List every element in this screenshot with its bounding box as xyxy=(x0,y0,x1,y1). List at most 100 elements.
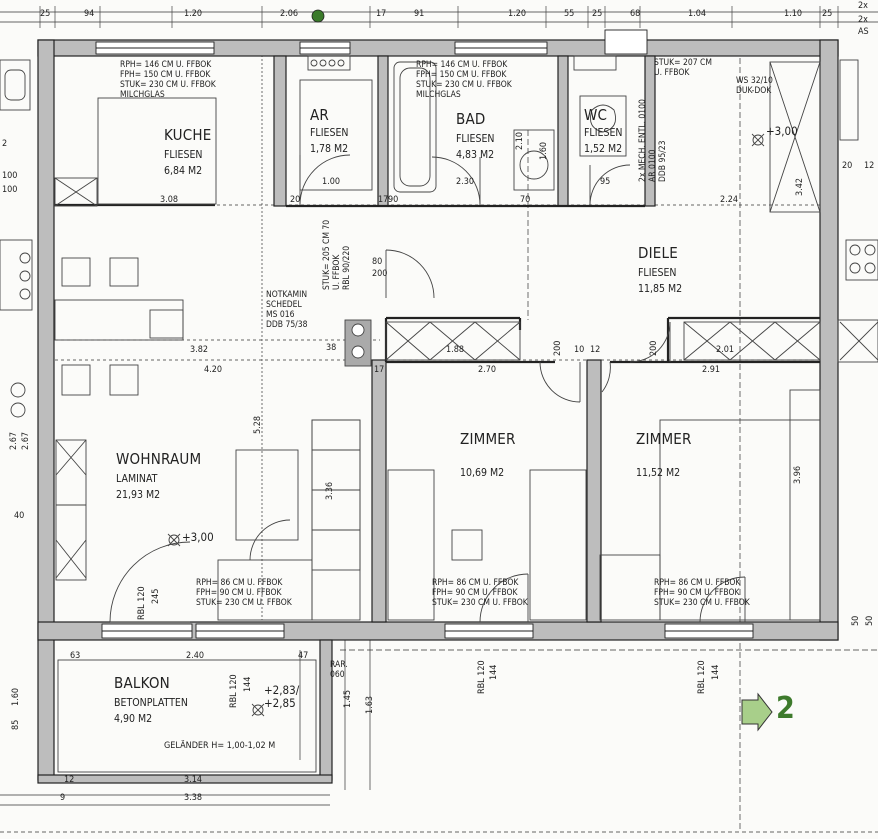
dim-v-diele: 3.42 xyxy=(795,177,805,196)
wc-floor: FLIESEN xyxy=(584,127,623,139)
wc-area: 1,52 M2 xyxy=(584,143,623,155)
wohnraum-area: 21,93 M2 xyxy=(116,489,161,501)
dim-top-4: 17 xyxy=(376,9,387,19)
balkon-dim-a: 63 xyxy=(70,651,81,661)
wohnraum-window-note: RPH= 86 CM U. FFBOK FPH= 90 CM U. FFBOK … xyxy=(196,578,292,608)
rbl-4: RBL 120 xyxy=(697,660,707,694)
left-dim-8: 85 xyxy=(11,719,21,730)
right-dim-0: 2x xyxy=(858,1,868,11)
kueche-name: KUCHE xyxy=(164,126,212,144)
rbl-1b: 245 xyxy=(151,588,161,604)
ar-area: 1,78 M2 xyxy=(310,143,349,155)
dim-top-10: 1.04 xyxy=(688,9,707,19)
zimmer2-area: 11,52 M2 xyxy=(636,467,681,479)
zimmer1-area: 10,69 M2 xyxy=(460,467,505,479)
dim-flur1: 1.88 xyxy=(446,345,465,355)
balkon-name: BALKON xyxy=(114,674,170,692)
ar-floor: FLIESEN xyxy=(310,127,349,139)
dim-top-12: 25 xyxy=(822,9,833,19)
level-balkon: +2,83/ +2,85 xyxy=(264,683,300,710)
bad-name: BAD xyxy=(456,110,486,128)
rbl-4b: 144 xyxy=(711,664,721,680)
zimmer1-window-note: RPH= 86 CM U. FFBOK FPH= 90 CM U. FFBOK … xyxy=(432,578,528,608)
left-dim-5: 2.67 xyxy=(21,431,31,450)
zimmer1-name: ZIMMER xyxy=(460,430,516,448)
balkon-dim-c: 47 xyxy=(298,651,309,661)
dim-small-c: 80 xyxy=(372,257,383,267)
ar-door-note: STUK= 205 CM 70 U. FFBOK RBL 90/220 xyxy=(322,219,352,290)
rbl-3: RBL 120 xyxy=(477,660,487,694)
dim-diele-l: 200 xyxy=(553,340,563,356)
left-dim-7: 1.60 xyxy=(11,687,21,706)
rbl-3b: 144 xyxy=(489,664,499,680)
kueche-floor: FLIESEN xyxy=(164,149,203,161)
balkon-dim-d: 3.14 xyxy=(184,775,203,785)
right-dim-4: 12 xyxy=(864,161,875,171)
dim-small-b: 200 xyxy=(372,269,388,279)
dim-v-sofa: 3.36 xyxy=(325,481,335,500)
balkon-dim-e: 3.38 xyxy=(184,793,203,803)
section-marker: 2 xyxy=(776,691,795,726)
dim-wz-w: 2.70 xyxy=(478,365,497,375)
right-dim-2: AS xyxy=(858,27,869,37)
wc-name: WC xyxy=(584,106,608,124)
notkamin-note: NOTKAMIN SCHEDEL MS 016 DDB 75/38 xyxy=(266,290,308,330)
bad-floor: FLIESEN xyxy=(456,133,495,145)
rbl-2b: 144 xyxy=(243,676,253,692)
dim-bad-w: 2.30 xyxy=(456,177,475,187)
bad-area: 4,83 M2 xyxy=(456,149,495,161)
dim-v-wc: 1.60 xyxy=(539,141,549,160)
bad-window-note: RPH= 146 CM U. FFBOK FPH= 150 CM U. FFBO… xyxy=(416,60,512,100)
kueche-area: 6,84 M2 xyxy=(164,165,203,177)
dim-17: 17 xyxy=(374,365,385,375)
dim-top-7: 55 xyxy=(564,9,575,19)
dim-small-j: 38 xyxy=(326,343,337,353)
dim-diele-w: 2.24 xyxy=(720,195,739,205)
level-wohnraum: +3,00 xyxy=(182,530,214,544)
level-diele: +3,00 xyxy=(766,124,798,138)
dim-small-h: 17 xyxy=(378,195,389,205)
mech-note: 2x MECH. ENTL. 0100 AR 0100 DDB 95/23 xyxy=(638,99,668,182)
zimmer2-window-note: RPH= 86 CM U. FFBOK FPH= 90 CM U. FFBOK … xyxy=(654,578,750,608)
dim-small-a: 70 xyxy=(520,195,531,205)
diele-stuk-note: STUK= 207 CM U. FFBOK xyxy=(654,58,712,78)
dim-top-3: 2.06 xyxy=(280,9,299,19)
dim-h2: 1.63 xyxy=(365,695,375,714)
dim-flur2: 2.01 xyxy=(716,345,735,355)
dim-ar-w: 1.00 xyxy=(322,177,341,187)
balkon-dim-g: 9 xyxy=(60,793,66,803)
right-dim-6: 50 xyxy=(865,615,875,626)
dim-kitchen-w: 3.08 xyxy=(160,195,179,205)
left-dim-6: 40 xyxy=(14,511,25,521)
dim-top-11: 1.10 xyxy=(784,9,803,19)
dim-top-2: 1.20 xyxy=(184,9,203,19)
diele-area: 11,85 M2 xyxy=(638,283,683,295)
balkon-railing: GELÄNDER H= 1,00-1,02 M xyxy=(164,741,276,751)
left-dim-0: 2 xyxy=(2,139,8,149)
left-dim-1: 100 xyxy=(2,171,18,181)
dim-small-d: 90 xyxy=(388,195,399,205)
kueche-window-note: RPH= 146 CM U. FFBOK FPH= 150 CM U. FFBO… xyxy=(120,60,216,100)
rbl-2: RBL 120 xyxy=(229,674,239,708)
rar-note: RAR. 060 xyxy=(330,660,348,680)
right-dim-3: 20 xyxy=(842,161,853,171)
dim-v-bad: 2.10 xyxy=(515,131,525,150)
left-dim-2: 100 xyxy=(2,185,18,195)
dim-top-8: 25 xyxy=(592,9,603,19)
wohnraum-name: WOHNRAUM xyxy=(116,450,202,468)
balkon-dim-b: 2.40 xyxy=(186,651,205,661)
dim-v-wohn: 5.28 xyxy=(253,415,263,434)
right-dim-5: 50 xyxy=(851,615,861,626)
dim-small-f: 12 xyxy=(590,345,601,355)
dim-h1: 1.45 xyxy=(343,689,353,708)
zimmer2-name: ZIMMER xyxy=(636,430,692,448)
balkon-dim-f: 12 xyxy=(64,775,75,785)
dim-dine-w: 3.82 xyxy=(190,345,209,355)
dim-small-i: 20 xyxy=(290,195,301,205)
dim-diele-e: 200 xyxy=(649,340,659,356)
dim-top-6: 1.20 xyxy=(508,9,527,19)
dim-top-9: 68 xyxy=(630,9,641,19)
rbl-1: RBL 120 xyxy=(137,586,147,620)
